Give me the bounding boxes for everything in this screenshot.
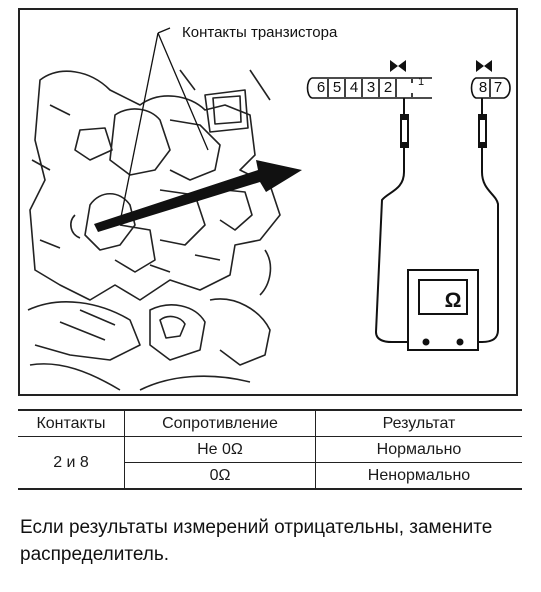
table-row: 2 и 8 Не 0Ω Нормально (18, 436, 522, 490)
table-header-row: Контакты Сопротивление Результат (18, 409, 522, 437)
connector-markers (390, 60, 492, 72)
header-resistance: Сопротивление (124, 409, 316, 437)
results-table: Контакты Сопротивление Результат 2 и 8 Н… (18, 409, 522, 490)
resistance-cell: Не 0Ω (124, 436, 316, 463)
diagram-drawing (27, 27, 511, 391)
result-cell: Ненормально (315, 462, 522, 490)
diagram-frame: Контакты транзистора 6 5 4 3 2 1 8 7 Ω (18, 8, 518, 396)
probe-left (400, 98, 409, 172)
pin-5-label: 5 (332, 79, 342, 96)
pin-4-label: 4 (349, 79, 359, 96)
pin-1-label: 1 (417, 76, 425, 88)
distributor-illustration (27, 69, 281, 391)
pin-6-label: 6 (316, 79, 326, 96)
connector-outlines (306, 77, 511, 99)
test-leads (374, 171, 499, 343)
result-cell: Нормально (315, 436, 522, 463)
ohmmeter (407, 269, 479, 351)
pin-3-label: 3 (366, 79, 376, 96)
contacts-cell: 2 и 8 (18, 436, 125, 490)
pin-7-label: 7 (493, 79, 503, 96)
header-contacts: Контакты (18, 409, 125, 437)
resistance-cell: 0Ω (124, 462, 316, 490)
instruction-note: Если результаты измерений отрицательны, … (20, 517, 493, 565)
direction-arrow (94, 160, 302, 232)
table-row: 0Ω Ненормально (18, 462, 522, 490)
header-result: Результат (315, 409, 522, 437)
ohm-icon: Ω (444, 289, 462, 312)
callout-leaders (119, 27, 209, 223)
pin-2-label: 2 (383, 79, 393, 96)
pin-8-label: 8 (478, 79, 488, 96)
callout-label: Контакты транзистора (182, 24, 338, 41)
probe-right (478, 98, 487, 172)
